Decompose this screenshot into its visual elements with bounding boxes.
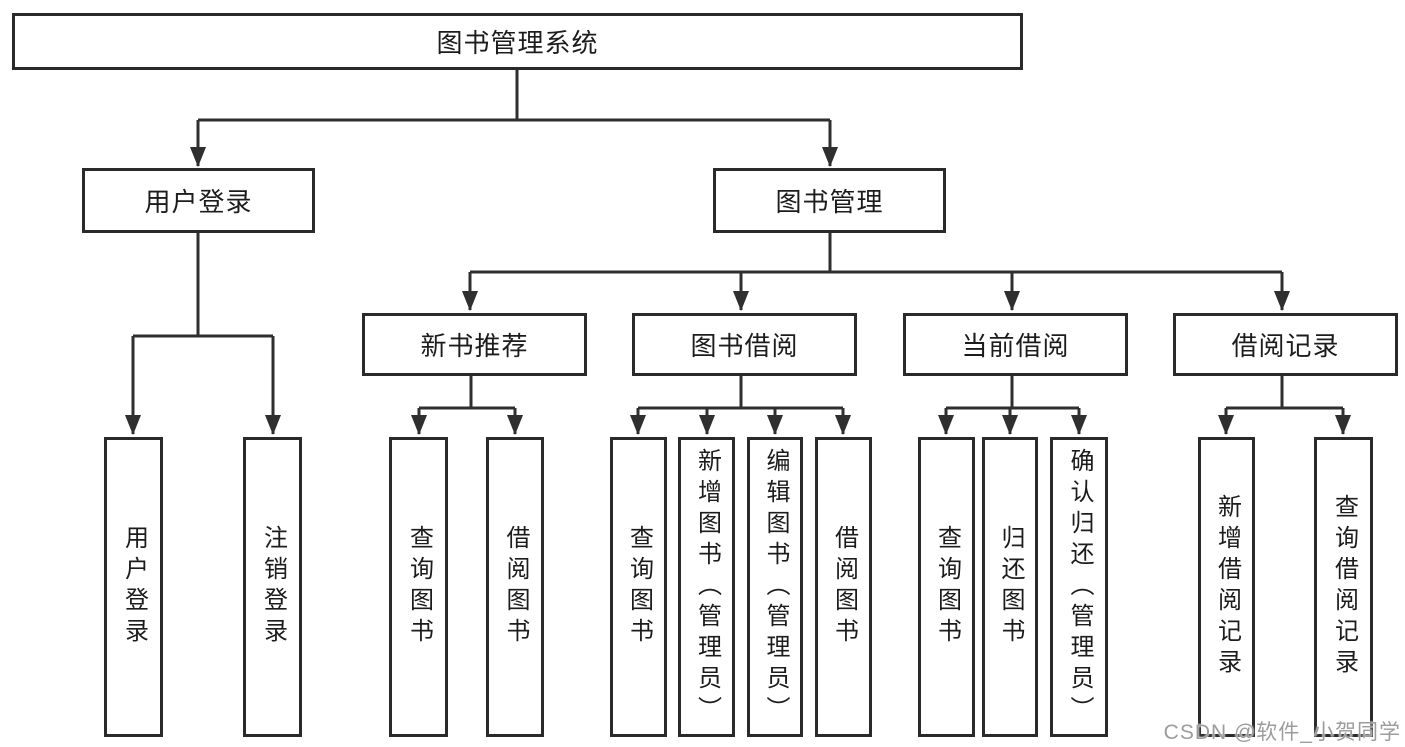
leaf-current-query-books-label: 查询图书 [933, 525, 961, 649]
leaf-recommend-borrow-books-label: 借阅图书 [502, 525, 529, 649]
node-root: 图书管理系统 [12, 13, 1023, 70]
leaf-logout: 注销登录 [243, 437, 302, 737]
leaf-query-borrow-record: 查询借阅记录 [1314, 437, 1373, 737]
leaf-return-books: 归还图书 [982, 437, 1038, 737]
leaf-user-login-label: 用户登录 [120, 525, 148, 649]
leaf-add-books-admin: 新增图书（管理员） [678, 437, 735, 737]
leaf-borrow-query-books-label: 查询图书 [625, 525, 653, 649]
node-book-borrow: 图书借阅 [632, 313, 857, 376]
leaf-edit-books-admin: 编辑图书（管理员） [747, 437, 803, 737]
node-new-book-recommend: 新书推荐 [362, 313, 587, 376]
leaf-borrow-books-label: 借阅图书 [830, 525, 858, 649]
leaf-recommend-query-books-label: 查询图书 [405, 525, 433, 649]
leaf-add-borrow-record: 新增借阅记录 [1198, 437, 1255, 737]
leaf-logout-label: 注销登录 [259, 525, 287, 649]
leaf-return-books-label: 归还图书 [997, 525, 1024, 649]
leaf-borrow-query-books: 查询图书 [610, 437, 667, 737]
leaf-confirm-return-admin: 确认归还（管理员） [1050, 437, 1108, 737]
watermark: CSDN @软件_小贺同学 [1163, 721, 1401, 744]
node-current-borrow: 当前借阅 [903, 313, 1128, 376]
node-book-management: 图书管理 [713, 168, 946, 233]
leaf-confirm-return-admin-label: 确认归还（管理员） [1066, 447, 1093, 727]
leaf-recommend-borrow-books: 借阅图书 [486, 437, 544, 737]
leaf-query-borrow-record-label: 查询借阅记录 [1330, 494, 1358, 680]
leaf-user-login: 用户登录 [104, 437, 163, 737]
leaf-current-query-books: 查询图书 [918, 437, 975, 737]
node-borrow-records: 借阅记录 [1173, 313, 1398, 376]
leaf-recommend-query-books: 查询图书 [389, 437, 448, 737]
leaf-borrow-books: 借阅图书 [815, 437, 872, 737]
leaf-edit-books-admin-label: 编辑图书（管理员） [762, 447, 789, 727]
leaf-add-books-admin-label: 新增图书（管理员） [693, 447, 721, 727]
leaf-add-borrow-record-label: 新增借阅记录 [1213, 494, 1241, 680]
node-user-login: 用户登录 [82, 168, 315, 233]
